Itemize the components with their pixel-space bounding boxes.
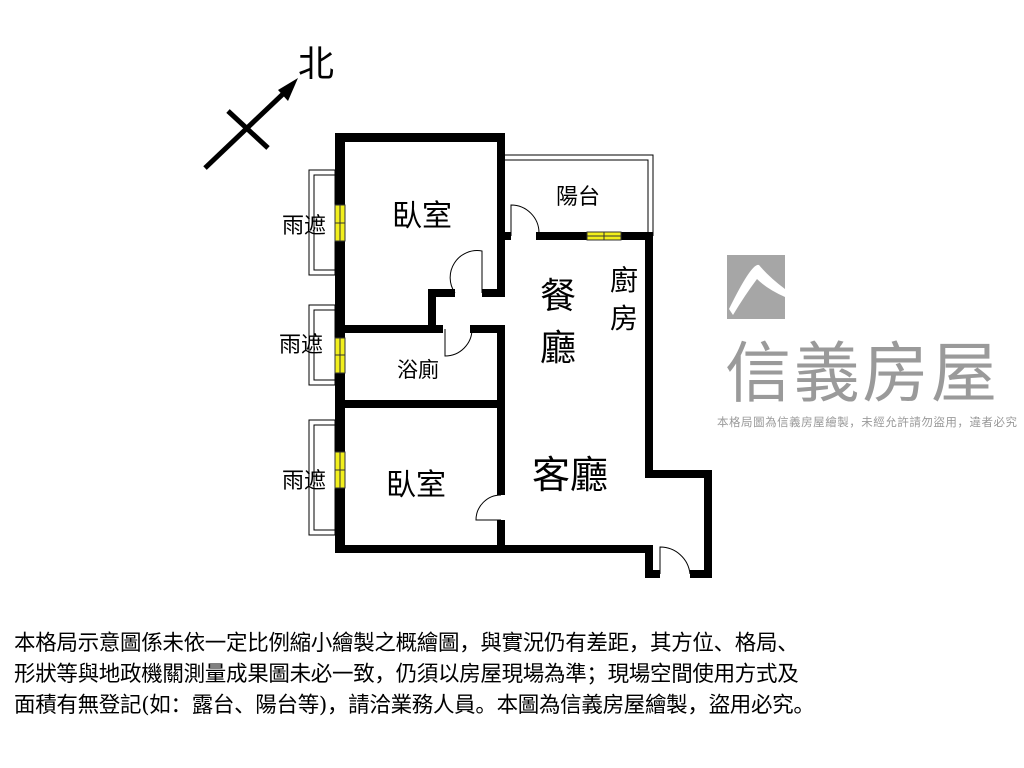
north-arrow-icon: 北 xyxy=(203,44,334,170)
label-awning-3: 雨遮 xyxy=(282,469,326,494)
door-entrance xyxy=(659,546,691,575)
label-bedroom-top: 臥室 xyxy=(392,199,452,234)
label-living-room: 客廳 xyxy=(532,453,608,497)
watermark-notice: 本格局圖為信義房屋繪製，未經允許請勿盜用，違者必究 xyxy=(717,415,1018,429)
label-kitchen-2: 房 xyxy=(610,302,638,335)
door-bedroom-bottom xyxy=(475,494,502,521)
label-kitchen-1: 廚 xyxy=(610,264,638,297)
label-bedroom-bottom: 臥室 xyxy=(386,468,446,503)
room-labels: 臥室 陽台 廚 房 餐 廳 浴廁 臥室 客廳 雨遮 雨遮 雨遮 xyxy=(279,185,638,503)
watermark-logo-roof xyxy=(729,264,785,315)
door-bathroom xyxy=(444,328,473,357)
label-awning-2: 雨遮 xyxy=(279,333,323,358)
label-balcony: 陽台 xyxy=(556,185,600,210)
disclaimer-line: 本格局示意圖係未依一定比例縮小繪製之概繪圖，與實況仍有差距，其方位、格局、 xyxy=(14,631,799,656)
awnings xyxy=(308,154,654,536)
label-bathroom: 浴廁 xyxy=(397,358,439,382)
door-bedroom-top xyxy=(449,250,483,294)
watermark: 信義房屋 本格局圖為信義房屋繪製，未經允許請勿盜用，違者必究 xyxy=(717,255,1018,429)
label-dining-2: 廳 xyxy=(540,328,576,369)
door-balcony xyxy=(510,204,540,236)
disclaimer-line: 面積有無登記(如：露台、陽台等)，請洽業務人員。本圖為信義房屋繪製，盜用必究。 xyxy=(14,693,815,718)
disclaimer-line: 形狀等與地政機關測量成果圖未必一致，仍須以房屋現場為準；現場空間使用方式及 xyxy=(14,662,799,687)
windows xyxy=(334,204,622,489)
doors xyxy=(444,204,691,575)
label-dining-1: 餐 xyxy=(540,276,576,317)
balcony-outline xyxy=(505,154,654,236)
label-awning-1: 雨遮 xyxy=(282,214,326,239)
north-label: 北 xyxy=(298,44,334,85)
watermark-brand: 信義房屋 xyxy=(725,335,997,412)
disclaimer: 本格局示意圖係未依一定比例縮小繪製之概繪圖，與實況仍有差距，其方位、格局、 形狀… xyxy=(14,628,1014,721)
